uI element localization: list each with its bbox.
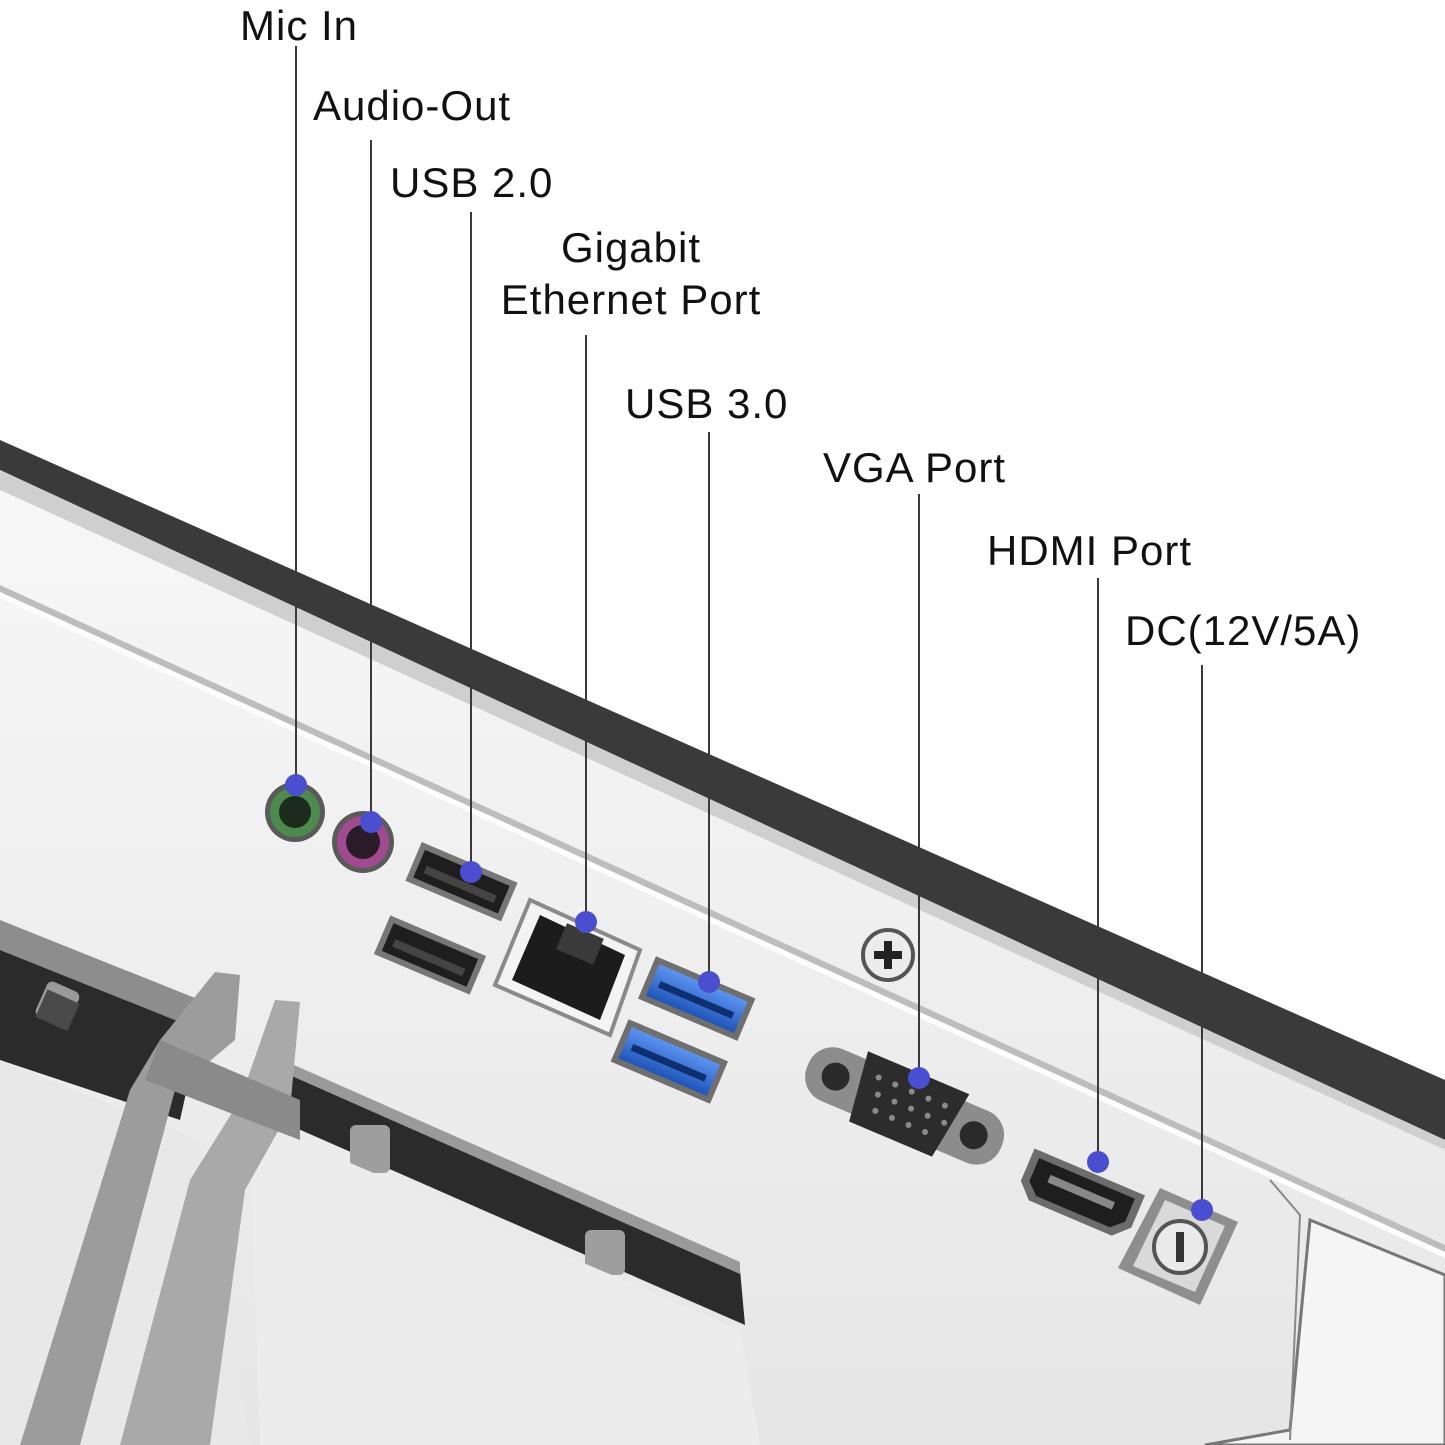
label-usb2: USB 2.0 <box>390 159 554 206</box>
pointer-dot-ethernet <box>575 911 597 933</box>
label-usb3: USB 3.0 <box>625 380 789 427</box>
pointer-dot-vga <box>908 1067 930 1089</box>
label-ethernet-line1: Gigabit <box>560 224 702 271</box>
leader-lines <box>295 46 1203 1210</box>
vga-port <box>805 1047 1005 1165</box>
label-audio-out: Audio-Out <box>313 82 512 129</box>
pointer-dot-dc <box>1191 1199 1213 1221</box>
hdmi-port <box>1020 1148 1145 1236</box>
usb3-ports <box>610 956 756 1104</box>
label-mic-in: Mic In <box>240 2 359 49</box>
usb2-ports <box>373 842 518 995</box>
screw-icon <box>861 928 915 982</box>
pointer-dot-audio-out <box>360 811 382 833</box>
label-ethernet: Gigabit Ethernet Port <box>481 222 781 326</box>
pointer-dot-usb3 <box>698 971 720 993</box>
mic-in-jack <box>265 782 325 842</box>
label-ethernet-line2: Ethernet Port <box>500 276 762 323</box>
label-hdmi: HDMI Port <box>987 527 1193 574</box>
label-dc: DC(12V/5A) <box>1125 607 1362 654</box>
pointer-dot-mic-in <box>285 774 307 796</box>
label-vga: VGA Port <box>823 444 1007 491</box>
pointer-dot-usb2 <box>460 861 482 883</box>
pointer-dots <box>285 774 1213 1221</box>
pointer-dot-hdmi <box>1087 1151 1109 1173</box>
ethernet-port <box>492 897 643 1038</box>
stand-arm <box>20 972 300 1445</box>
